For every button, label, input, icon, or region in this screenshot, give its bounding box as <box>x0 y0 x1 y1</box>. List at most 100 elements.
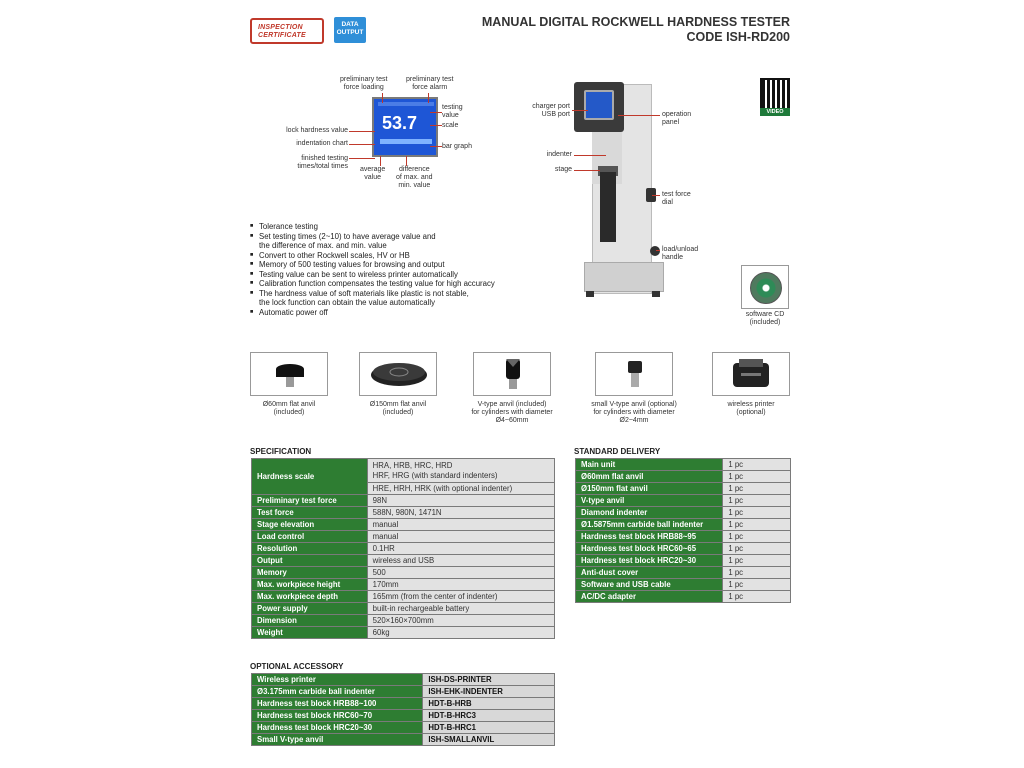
list-item: Convert to other Rockwell scales, HV or … <box>250 251 550 261</box>
spec-key: Load control <box>251 530 368 543</box>
optional-code: ISH-EHK-INDENTER <box>422 685 555 698</box>
delivery-key: Ø150mm flat anvil <box>574 482 724 495</box>
machine-foot <box>652 291 660 297</box>
leader-line <box>349 158 375 159</box>
spec-key: Output <box>251 554 368 567</box>
spec-value: manual <box>366 518 556 531</box>
leader-line <box>574 170 600 171</box>
optional-code: HDT-B-HRC1 <box>422 721 555 734</box>
table-row: HRE, HRH, HRK (with optional indenter) <box>252 482 556 495</box>
label-lock-value: lock hardness value <box>286 127 348 134</box>
printer-icon <box>733 359 769 387</box>
optional-accessory-title: OPTIONAL ACCESSORY <box>250 662 344 671</box>
title-line1: MANUAL DIGITAL ROCKWELL HARDNESS TESTER <box>481 15 790 29</box>
video-tag: VIDEO <box>760 108 790 116</box>
optional-key: Hardness test block HRC20~30 <box>250 721 424 734</box>
machine-stage <box>598 166 618 176</box>
logo-line1: INSPECTION <box>258 24 303 31</box>
optional-key: Small V-type anvil <box>250 733 424 746</box>
spec-value: 165mm (from the center of indenter) <box>366 590 556 603</box>
delivery-key: Main unit <box>574 458 724 471</box>
delivery-key: V-type anvil <box>574 494 724 507</box>
delivery-key: Anti-dust cover <box>574 566 724 579</box>
machine-elevating-screw <box>600 172 616 242</box>
accessory-image-wireless-printer <box>712 352 790 396</box>
machine-foot <box>586 291 594 297</box>
list-item: Set testing times (2~10) to have average… <box>250 232 550 242</box>
spec-key: Stage elevation <box>251 518 368 531</box>
spec-key: Preliminary test force <box>251 494 368 507</box>
spec-value: 520×160×700mm <box>366 614 556 627</box>
small-v-anvil-icon <box>628 361 642 387</box>
spec-key: Hardness scale <box>251 458 368 495</box>
optional-code: HDT-B-HRB <box>422 697 555 710</box>
leader-line <box>428 93 429 103</box>
label-stage: stage <box>554 166 572 173</box>
delivery-key: Hardness test block HRC20~30 <box>574 554 724 567</box>
spec-key: Max. workpiece height <box>251 578 368 591</box>
spec-value: built-in rechargeable battery <box>366 602 556 615</box>
load-unload-handle <box>650 246 660 256</box>
accessory-image-60mm-anvil <box>250 352 328 396</box>
delivery-qty: 1 pc <box>722 554 791 567</box>
delivery-qty: 1 pc <box>722 578 791 591</box>
optional-code: ISH-DS-PRINTER <box>422 673 555 686</box>
bar-graph <box>380 139 432 144</box>
delivery-key: AC/DC adapter <box>574 590 724 603</box>
list-item: the difference of max. and min. value <box>259 241 387 250</box>
machine-base <box>584 262 664 292</box>
delivery-key: Hardness test block HRB88~95 <box>574 530 724 543</box>
leader-line <box>380 156 381 166</box>
accessory-caption-150mm: Ø150mm flat anvil(included) <box>369 401 427 416</box>
label-indenter: indenter <box>546 151 572 158</box>
feature-list: Tolerance testing Set testing times (2~1… <box>250 222 550 317</box>
list-item: Calibration function compensates the tes… <box>250 279 550 289</box>
leader-line <box>652 195 660 196</box>
delivery-qty: 1 pc <box>722 470 791 483</box>
software-cd-image <box>741 265 789 309</box>
optional-key: Ø3.175mm carbide ball indenter <box>250 685 424 698</box>
video-qr-code[interactable] <box>760 78 790 114</box>
status-strip <box>378 102 434 106</box>
optional-key: Hardness test block HRC60~70 <box>250 709 424 722</box>
accessory-caption-60mm: Ø60mm flat anvil(included) <box>262 401 316 416</box>
optional-key: Hardness test block HRB88~100 <box>250 697 424 710</box>
optional-code: HDT-B-HRC3 <box>422 709 555 722</box>
leader-line <box>572 110 588 111</box>
leader-line <box>349 144 375 145</box>
delivery-key: Hardness test block HRC60~65 <box>574 542 724 555</box>
list-item: The hardness value of soft materials lik… <box>250 289 550 299</box>
test-force-dial <box>646 188 656 202</box>
accessory-image-150mm-anvil <box>359 352 437 396</box>
list-item: the lock function can obtain the value a… <box>259 298 435 307</box>
operation-panel-screen <box>584 90 614 120</box>
label-bar-graph: bar graph <box>442 143 472 150</box>
v-anvil-icon <box>506 359 520 389</box>
spec-key: Weight <box>251 626 368 639</box>
logo-line2: CERTIFICATE <box>258 32 306 39</box>
leader-line <box>574 155 606 156</box>
software-cd-caption: software CD(included) <box>745 311 785 326</box>
spec-value: 98N <box>366 494 556 507</box>
